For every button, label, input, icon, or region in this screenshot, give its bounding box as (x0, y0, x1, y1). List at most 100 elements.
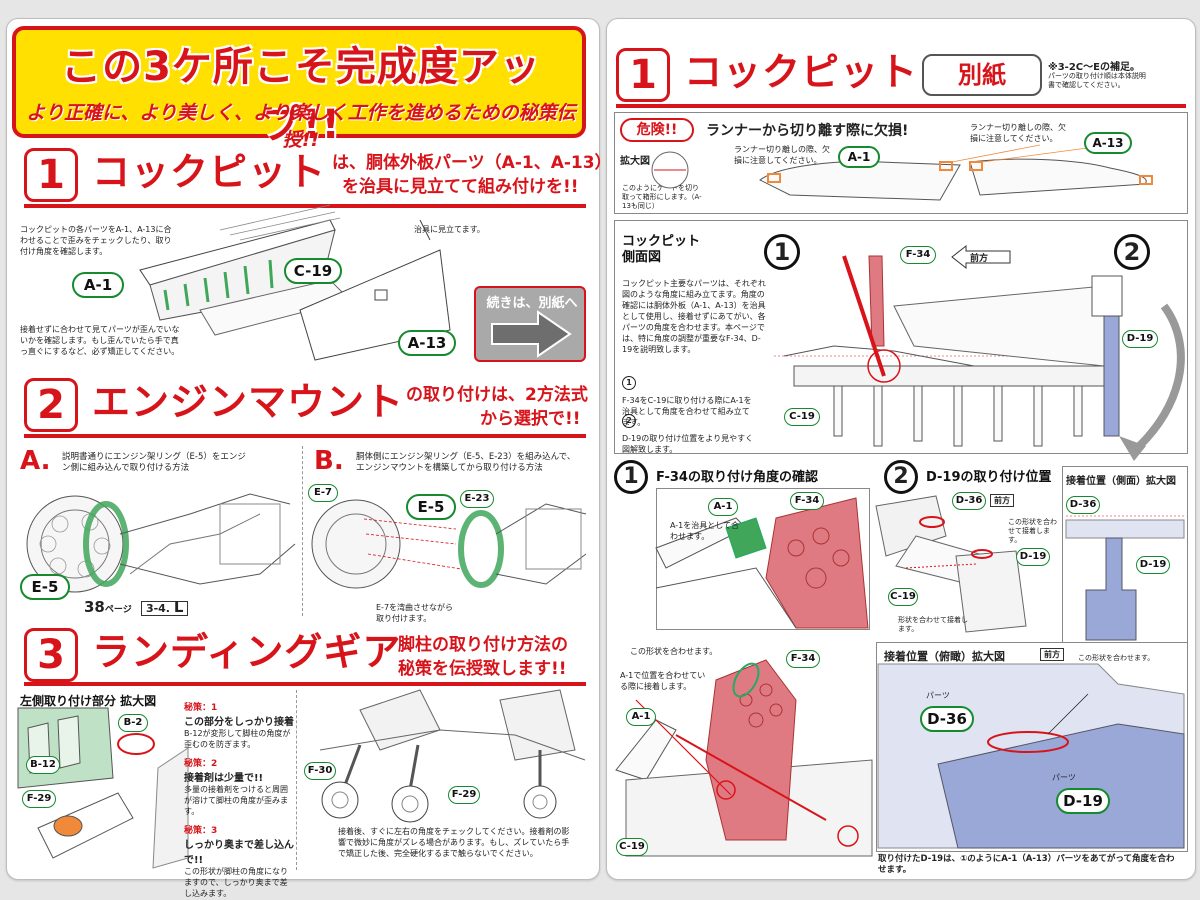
p2-number: 2 (884, 460, 918, 494)
tip-1-note: B-12が変形して脚柱の角度が歪むのを防ぎます。 (184, 729, 291, 749)
s2-b-text: 胴体側にエンジン架リング（E-5、E-23）を組み込んで、エンジンマウントを構築… (356, 452, 576, 473)
page-ref-suffix: ページ (104, 605, 132, 615)
tip-1-body: この部分をしっかり接着 (184, 717, 294, 728)
page-ref-step: 3-4. L (140, 598, 189, 616)
top-zoom-title: 接着位置（俯瞰）拡大図 (884, 650, 1005, 663)
s2-a-engine-drawing (26, 493, 296, 593)
p1-bottom-drawing (615, 659, 873, 857)
s2-desc-2: から選択で!! (480, 409, 581, 429)
tip-2: 秘策：2 接着剤は少量で!! 多量の接着剤をつけると周囲が溶けて脚柱の角度が歪み… (184, 756, 294, 817)
side-zoom-title: 接着位置（側面）拡大図 (1066, 476, 1176, 487)
s2-b-note: E-7を湾曲させながら取り付けます。 (376, 603, 454, 623)
p1-label-c19: C-19 (616, 838, 648, 856)
s2-a-letter: A. (20, 446, 51, 476)
s1-label-a13: A-13 (398, 330, 456, 356)
p1-label-a1-bottom: A-1 (626, 708, 656, 726)
p1-number: 1 (614, 460, 648, 494)
s2-a-text: 説明書通りにエンジン架リング（E-5）をエンジン側に組み込んで取り付ける方法 (62, 452, 246, 473)
side-step-1-num: 1 (622, 376, 636, 390)
s2-label-e5-b: E-5 (406, 494, 456, 520)
danger-title: ランナーから切り離す際に欠損! (706, 123, 909, 139)
danger-badge: 危険!! (620, 118, 694, 142)
s1-number: 1 (24, 148, 78, 202)
tip-3-head: 秘策：3 (184, 826, 218, 836)
page-ref-step-text: 3-4. (145, 602, 170, 615)
tip-2-body: 接着剤は少量で!! (184, 773, 264, 784)
s3-label-b12: B-12 (26, 756, 60, 774)
side-zoom-label-d19: D-19 (1136, 556, 1170, 574)
r-rule (616, 104, 1186, 108)
side-front-arrow: 前方 (951, 244, 1011, 270)
top-zoom-label-d19: D-19 (1056, 788, 1110, 814)
tip-2-head: 秘策：2 (184, 759, 218, 769)
s2-number: 2 (24, 378, 78, 432)
left-banner: この3ケ所こそ完成度アップ!! より正確に、より美しく、より楽しく工作を進めるた… (12, 26, 586, 151)
banner-title: この3ケ所こそ完成度アップ!! (61, 44, 541, 148)
r-bottom-note: 取り付けたD-19は、①のようにA-1（A-13）パーツをあてがって角度を合わせ… (878, 854, 1175, 875)
danger-fuselage-drawing (651, 144, 1153, 201)
danger-gate-note: このようにゲートを切り取って箱形にします。（A-13も同じ） (622, 184, 702, 210)
p1-note-a1: A-1を治具として合わせます。 (670, 521, 740, 541)
page-ref: 38ページ 3-4. L (84, 598, 189, 616)
r-title: コックピット (684, 50, 919, 94)
side-circle-2: 2 (1114, 234, 1150, 270)
side-cockpit-drawing (774, 255, 1185, 461)
s1-note-top: コックピットの各パーツをA-1、A-13に合わせることで歪みをチェックしたり、取… (20, 225, 172, 256)
p2-label-d19: D-19 (1016, 548, 1050, 566)
page-ref-letter: L (173, 598, 184, 616)
s3-desc-2: 秘策を伝授致します!! (398, 659, 567, 679)
danger-label-a13: A-13 (1084, 132, 1132, 154)
r-tag-label: 別紙 (958, 61, 1006, 89)
top-zoom-parts-2: パーツ (1052, 773, 1076, 782)
side-circle-1: 1 (764, 234, 800, 270)
danger-note-right: ランナー切り離しの際、欠損に注意してください。 (970, 123, 1066, 143)
s3-gear-drawing (319, 689, 586, 823)
tip-3-note: この形状が脚柱の角度になりますので、しっかり奥まで差し込みます。 (184, 867, 288, 898)
s3-bottom-note: 接着後、すぐに左右の角度をチェックしてください。接着剤の影響で微妙に角度がズレる… (338, 827, 570, 858)
s3-rule (24, 682, 586, 686)
side-front-label: 前方 (970, 254, 989, 264)
s3-tips: 秘策：1 この部分をしっかり接着 B-12が変形して脚柱の角度が歪むのを防ぎます… (184, 700, 294, 899)
s2-rule (24, 434, 586, 438)
danger-note-left: ランナー切り離しの際、欠損に注意してください。 (734, 145, 830, 165)
p1-label-a1-top: A-1 (708, 498, 738, 516)
side-heading-2: 側面図 (622, 250, 662, 265)
danger-zoom-label: 拡大図 (620, 156, 650, 167)
p1-note-shape: この形状を合わせます。 (630, 647, 718, 656)
p2-front: 前方 (990, 494, 1014, 507)
s3-title: ランディングギア (92, 630, 402, 674)
side-zoom-drawing (1065, 515, 1185, 641)
top-zoom-parts-1: パーツ (926, 691, 950, 700)
s2-desc-1: の取り付けは、2方法式 (406, 385, 588, 405)
s3-label-f29-a: F-29 (22, 790, 56, 808)
tip-1-head: 秘策：1 (184, 703, 218, 713)
s1-rule (24, 204, 586, 208)
s3-panel-title: 左側取り付け部分 拡大図 (20, 694, 157, 708)
p2-note-shape2: 形状を合わせて接着します。 (898, 616, 968, 633)
s3-number: 3 (24, 628, 78, 682)
s1-note-jig: 治具に見立てます。 (414, 225, 485, 234)
p1-label-f34-bottom: F-34 (786, 650, 820, 668)
p2-note-shape: この形状を合わせて接着します。 (1008, 518, 1057, 544)
s2-label-e5-a: E-5 (20, 574, 70, 600)
side-step-2: 2 D-19の取り付け位置をより見やすく図解致します。 (622, 414, 772, 456)
p2-title: D-19の取り付け位置 (926, 470, 1052, 485)
s2-label-e7: E-7 (308, 484, 338, 502)
tip-3-body: しっかり奥まで差し込んで!! (184, 840, 294, 866)
p2-drawing (875, 495, 1027, 633)
p2-label-d36: D-36 (952, 492, 986, 510)
danger-label-a1: A-1 (838, 146, 880, 168)
p1-label-f34-top: F-34 (790, 492, 824, 510)
continue-label: 続きは、別紙へ (486, 296, 578, 311)
side-heading-1: コックピット (622, 234, 701, 249)
p1-note-pos: A-1で位置を合わせている際に接着します。 (620, 671, 706, 691)
side-step-2-num: 2 (622, 414, 636, 428)
s2-divider (302, 446, 303, 616)
tip-2-note: 多量の接着剤をつけると周囲が溶けて脚柱の角度が歪みます。 (184, 785, 288, 816)
side-step-2-text: D-19の取り付け位置をより見やすく図解致します。 (622, 434, 754, 454)
top-zoom-drawing (877, 663, 1185, 849)
r-tag-note-1: ※3-2C〜Eの補足。 (1048, 62, 1140, 73)
top-zoom-label-d36: D-36 (920, 706, 974, 732)
continue-button[interactable]: 続きは、別紙へ (474, 286, 586, 362)
r-number: 1 (616, 48, 670, 102)
